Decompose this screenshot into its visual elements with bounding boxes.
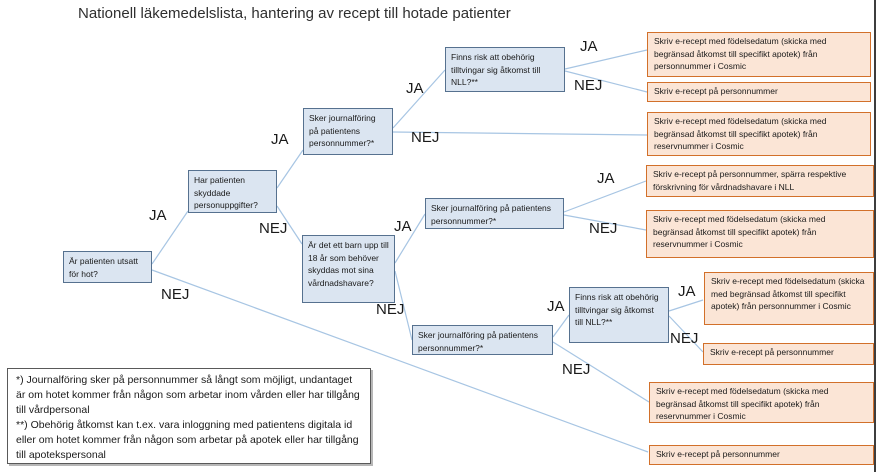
result-erecept-fodelsedatum-reservnummer-3: Skriv e-recept med födelsedatum (skicka … xyxy=(649,382,874,423)
branch-label-ja-d6: JA xyxy=(597,170,615,187)
branch-label-nej-d3: NEJ xyxy=(411,129,440,146)
decision-journalforing-top: Sker journalföring på patientens personn… xyxy=(303,108,393,155)
branch-label-ja-d8: JA xyxy=(678,283,696,300)
branch-label-nej-d7: NEJ xyxy=(562,361,591,378)
decision-barn-under-18: Är det ett barn upp till 18 år som behöv… xyxy=(302,235,395,303)
result-erecept-fodelsedatum-reservnummer-2: Skriv e-recept med födelsedatum (skicka … xyxy=(646,210,874,258)
branch-label-nej-d5: NEJ xyxy=(574,77,603,94)
connector-d3-d5 xyxy=(392,69,446,129)
result-erecept-fodelsedatum-reservnummer-1: Skriv e-recept med födelsedatum (skicka … xyxy=(647,112,871,156)
branch-label-nej-d4: NEJ xyxy=(376,301,405,318)
branch-label-nej-d6: NEJ xyxy=(589,220,618,237)
branch-label-ja-d4: JA xyxy=(394,218,412,235)
decision-utsatt-for-hot: Är patienten utsatt för hot? xyxy=(63,251,152,283)
branch-label-ja-d1: JA xyxy=(149,207,167,224)
connector-d5-r1 xyxy=(564,49,648,70)
decision-obehorig-atkomst-botten: Finns risk att obehörig tilltvingar sig … xyxy=(569,287,669,343)
connector-d3-r3 xyxy=(392,131,648,136)
footnote-obehorig-atkomst: **) Obehörig åtkomst kan t.ex. vara inlo… xyxy=(16,419,359,461)
connector-d1-r9 xyxy=(151,269,649,453)
page-title: Nationell läkemedelslista, hantering av … xyxy=(78,5,511,22)
result-erecept-fodelsedatum-personnummer-2: Skriv e-recept med födelsedatum (skicka … xyxy=(704,272,874,325)
slide-right-border xyxy=(874,0,876,472)
connector-d2-d4 xyxy=(276,205,303,245)
result-erecept-personnummer-3: Skriv e-recept på personnummer xyxy=(649,445,874,465)
connector-d8-r7 xyxy=(668,315,704,353)
branch-label-nej-d2: NEJ xyxy=(259,220,288,237)
connector-d4-d7 xyxy=(394,270,413,341)
decision-journalforing-mitten: Sker journalföring på patientens personn… xyxy=(425,198,564,229)
branch-label-ja-d2: JA xyxy=(271,131,289,148)
decision-journalforing-botten: Sker journalföring på patientens personn… xyxy=(412,325,553,355)
branch-label-ja-d5: JA xyxy=(580,38,598,55)
decision-skyddade-personuppgifter: Har patienten skyddade personuppgifter? xyxy=(188,170,277,213)
connector-d7-d8 xyxy=(552,314,570,338)
decision-obehorig-atkomst-top: Finns risk att obehörig tilltvingar sig … xyxy=(445,47,565,92)
connector-d8-r6 xyxy=(668,299,704,312)
connector-d2-d3 xyxy=(276,149,304,189)
connector-d7-r8 xyxy=(552,341,650,403)
connector-d4-d6 xyxy=(394,213,426,264)
footnote-journalforing: *) Journalföring sker på personnummer så… xyxy=(16,374,360,416)
result-erecept-personnummer-2: Skriv e-recept på personnummer xyxy=(703,343,874,365)
result-erecept-fodelsedatum-personnummer-1: Skriv e-recept med födelsedatum (skicka … xyxy=(647,32,871,77)
branch-label-ja-d7: JA xyxy=(547,298,565,315)
branch-label-nej-d8: NEJ xyxy=(670,330,699,347)
branch-label-ja-d3: JA xyxy=(406,80,424,97)
connector-d6-r5 xyxy=(563,214,647,231)
connector-d1-d2 xyxy=(151,210,189,265)
branch-label-nej-d1: NEJ xyxy=(161,286,190,303)
connector-d5-r2 xyxy=(564,70,648,93)
footnote-box: *) Journalföring sker på personnummer så… xyxy=(7,368,371,464)
result-erecept-personnummer-sparra: Skriv e-recept på personnummer, spärra r… xyxy=(646,165,874,197)
result-erecept-personnummer-1: Skriv e-recept på personnummer xyxy=(647,82,871,102)
connector-d6-r4 xyxy=(563,180,647,213)
